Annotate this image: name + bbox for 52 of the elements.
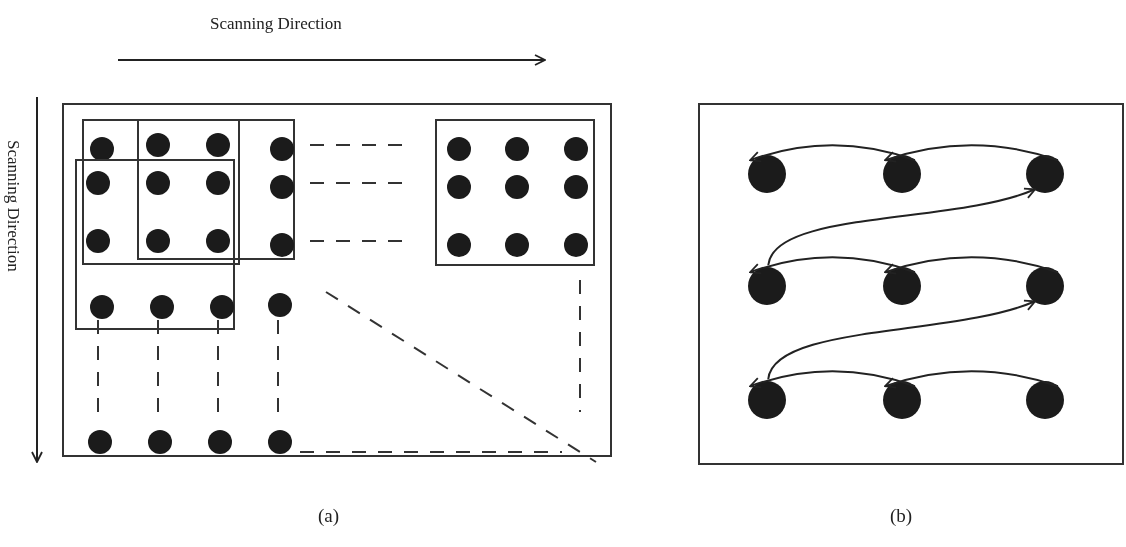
dot xyxy=(208,430,232,454)
arrow xyxy=(884,370,1059,389)
panel-caption: (b) xyxy=(890,505,913,527)
arrow xyxy=(884,256,1059,275)
dot xyxy=(883,267,921,305)
dot xyxy=(206,229,230,253)
dot xyxy=(748,381,786,419)
dot xyxy=(86,229,110,253)
panel-caption: (a) xyxy=(318,505,340,527)
dot xyxy=(447,233,471,257)
arrow xyxy=(749,256,916,275)
dot xyxy=(146,133,170,157)
dot xyxy=(210,295,234,319)
arrow xyxy=(749,370,916,389)
dot xyxy=(146,229,170,253)
dot xyxy=(1026,267,1064,305)
dot xyxy=(268,293,292,317)
axis-label: Scanning Direction xyxy=(3,140,23,272)
dot xyxy=(90,137,114,161)
dot xyxy=(748,155,786,193)
dot xyxy=(88,430,112,454)
dot xyxy=(270,137,294,161)
scan-window xyxy=(435,119,595,266)
dot xyxy=(505,175,529,199)
dot xyxy=(148,430,172,454)
dot xyxy=(268,430,292,454)
panel-frame xyxy=(698,103,1124,465)
dot xyxy=(146,171,170,195)
dot xyxy=(883,381,921,419)
dot xyxy=(1026,381,1064,419)
dot xyxy=(206,133,230,157)
dot xyxy=(748,267,786,305)
dot xyxy=(505,233,529,257)
dot xyxy=(447,137,471,161)
dot xyxy=(90,295,114,319)
dot xyxy=(564,137,588,161)
arrow xyxy=(749,144,916,163)
dot xyxy=(564,175,588,199)
dot xyxy=(564,233,588,257)
dot xyxy=(447,175,471,199)
dot xyxy=(270,175,294,199)
dot xyxy=(505,137,529,161)
axis-label: Scanning Direction xyxy=(210,14,342,34)
arrow xyxy=(884,144,1059,163)
arrow xyxy=(767,299,1037,381)
arrow xyxy=(767,187,1037,267)
dot xyxy=(270,233,294,257)
dot xyxy=(883,155,921,193)
dot xyxy=(150,295,174,319)
dot xyxy=(206,171,230,195)
dot xyxy=(1026,155,1064,193)
dot xyxy=(86,171,110,195)
